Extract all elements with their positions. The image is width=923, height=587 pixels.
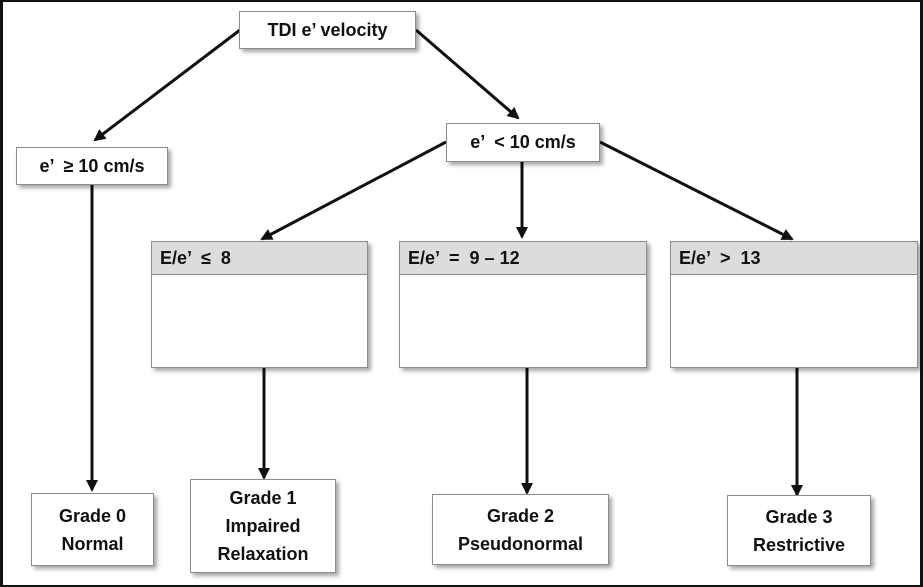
grade-3-desc: Restrictive: [752, 534, 846, 555]
criteria-box-2: E/e’ = 9 – 12: [399, 241, 647, 368]
arrow-root-to-left: [93, 28, 241, 142]
criteria-box-1: E/e’ ≤ 8: [151, 241, 368, 368]
grade-2-box: Grade 2 Pseudonormal: [432, 494, 609, 565]
arrow-right-to-crit1: [260, 140, 447, 241]
left-branch-node: e’ ≥ 10 cm/s: [16, 147, 168, 185]
arrow-root-to-right: [415, 28, 520, 120]
grade-3-box: Grade 3 Restrictive: [727, 495, 871, 566]
right-branch-label: e’ < 10 cm/s: [470, 132, 576, 152]
grade-1-desc-2: Relaxation: [217, 544, 309, 564]
right-branch-node: e’ < 10 cm/s: [446, 123, 600, 162]
criteria-header-1: E/e’ ≤ 8: [152, 242, 367, 275]
grade-2-title: Grade 2: [486, 505, 555, 526]
grade-0-box: Grade 0 Normal: [31, 493, 154, 566]
grade-1-title: Grade 1: [229, 488, 297, 508]
grade-0-desc: Normal: [61, 533, 124, 554]
criteria-header-2: E/e’ = 9 – 12: [400, 242, 646, 275]
criteria-box-3: E/e’ > 13: [670, 241, 918, 368]
grade-2-desc: Pseudonormal: [457, 533, 584, 554]
left-branch-label: e’ ≥ 10 cm/s: [39, 155, 145, 176]
grade-0-title: Grade 0: [58, 505, 127, 526]
criteria-header-3: E/e’ > 13: [671, 242, 917, 275]
root-node-label: TDI e’ velocity: [267, 19, 388, 40]
arrow-right-to-crit3: [599, 140, 794, 241]
grade-1-box: Grade 1 Impaired Relaxation: [190, 479, 336, 573]
grade-3-title: Grade 3: [765, 506, 833, 527]
root-node: TDI e’ velocity: [239, 11, 416, 49]
grade-1-desc-1: Impaired: [225, 516, 301, 536]
